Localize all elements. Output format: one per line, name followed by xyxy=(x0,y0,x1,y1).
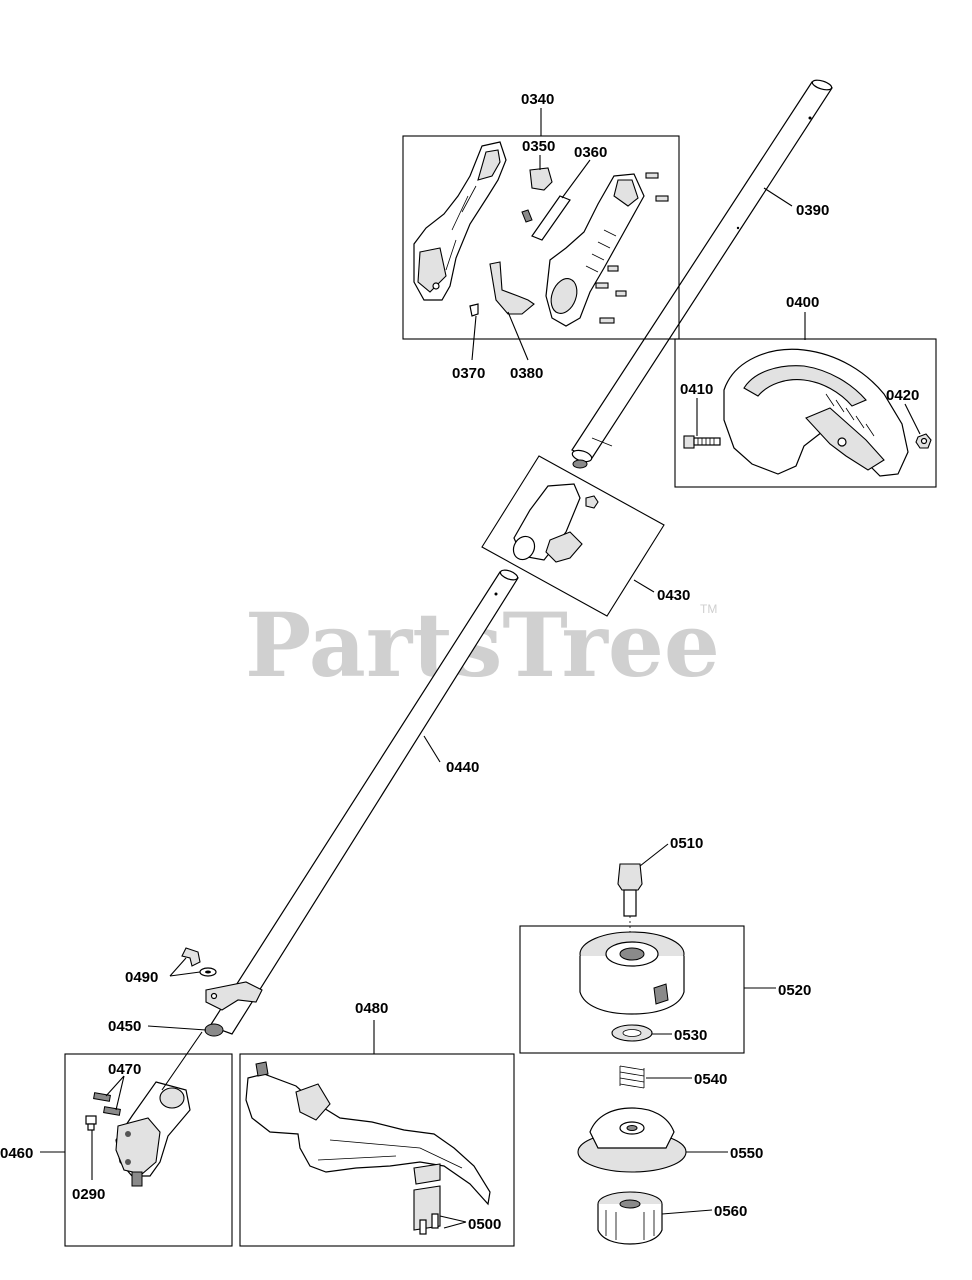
label-0440[interactable]: 0440 xyxy=(446,759,479,776)
part-0380-trigger[interactable] xyxy=(489,261,535,315)
label-0360[interactable]: 0360 xyxy=(574,144,607,161)
label-0470[interactable]: 0470 xyxy=(108,1061,141,1078)
box-0460 xyxy=(64,1053,233,1247)
part-0370-pin[interactable] xyxy=(469,303,479,317)
label-0490[interactable]: 0490 xyxy=(125,969,158,986)
shaft-clamp[interactable] xyxy=(205,981,263,1011)
label-0450[interactable]: 0450 xyxy=(108,1018,141,1035)
part-0530-washer[interactable] xyxy=(611,1024,653,1042)
part-0520-spool-housing[interactable] xyxy=(579,931,685,1015)
handle-left-half[interactable] xyxy=(413,141,507,301)
label-0290[interactable]: 0290 xyxy=(72,1186,105,1203)
part-0360-spring-lever[interactable] xyxy=(521,195,571,241)
label-0480[interactable]: 0480 xyxy=(355,1000,388,1017)
label-0530[interactable]: 0530 xyxy=(674,1027,707,1044)
gearhead-0460[interactable] xyxy=(115,1081,191,1187)
box-0430 xyxy=(481,455,665,617)
watermark-tm: TM xyxy=(700,602,717,616)
label-0510[interactable]: 0510 xyxy=(670,835,703,852)
part-0350-switch[interactable] xyxy=(529,167,553,191)
part-0290-bolt[interactable] xyxy=(85,1115,97,1131)
label-0500[interactable]: 0500 xyxy=(468,1216,501,1233)
label-0410[interactable]: 0410 xyxy=(680,381,713,398)
box-0520 xyxy=(519,925,745,1054)
part-0510-bolt[interactable] xyxy=(617,863,643,917)
label-0420[interactable]: 0420 xyxy=(886,387,919,404)
part-0410-bolt[interactable] xyxy=(683,435,721,449)
label-0520[interactable]: 0520 xyxy=(778,982,811,999)
label-0560[interactable]: 0560 xyxy=(714,1203,747,1220)
label-0430[interactable]: 0430 xyxy=(657,587,690,604)
part-0560-knob[interactable] xyxy=(597,1191,663,1245)
guard-0480[interactable] xyxy=(245,1061,491,1206)
part-0540-spring[interactable] xyxy=(619,1065,645,1089)
part-0490-wingbolt[interactable] xyxy=(181,947,217,977)
part-0550-spool[interactable] xyxy=(577,1107,687,1173)
label-0540[interactable]: 0540 xyxy=(694,1071,727,1088)
label-0390[interactable]: 0390 xyxy=(796,202,829,219)
box-0480 xyxy=(239,1053,515,1247)
label-0380[interactable]: 0380 xyxy=(510,365,543,382)
part-0500-blade-screws[interactable] xyxy=(413,1185,441,1235)
part-labels: 0340 0350 0360 0370 0380 0390 0400 0410 … xyxy=(0,91,919,1233)
leader-lines xyxy=(40,108,921,1229)
label-0350[interactable]: 0350 xyxy=(522,138,555,155)
assist-handle-0400[interactable] xyxy=(723,348,909,477)
upper-shaft-0390[interactable] xyxy=(571,78,833,469)
part-0420-nut[interactable] xyxy=(915,433,932,449)
handle-right-half[interactable] xyxy=(545,173,645,327)
coupler-0430[interactable] xyxy=(509,483,599,563)
label-0550[interactable]: 0550 xyxy=(730,1145,763,1162)
handle-screws xyxy=(595,172,669,324)
label-0370[interactable]: 0370 xyxy=(452,365,485,382)
label-0460[interactable]: 0460 xyxy=(0,1145,33,1162)
part-0470-screws[interactable] xyxy=(93,1092,121,1116)
label-0340[interactable]: 0340 xyxy=(521,91,554,108)
label-0400[interactable]: 0400 xyxy=(786,294,819,311)
